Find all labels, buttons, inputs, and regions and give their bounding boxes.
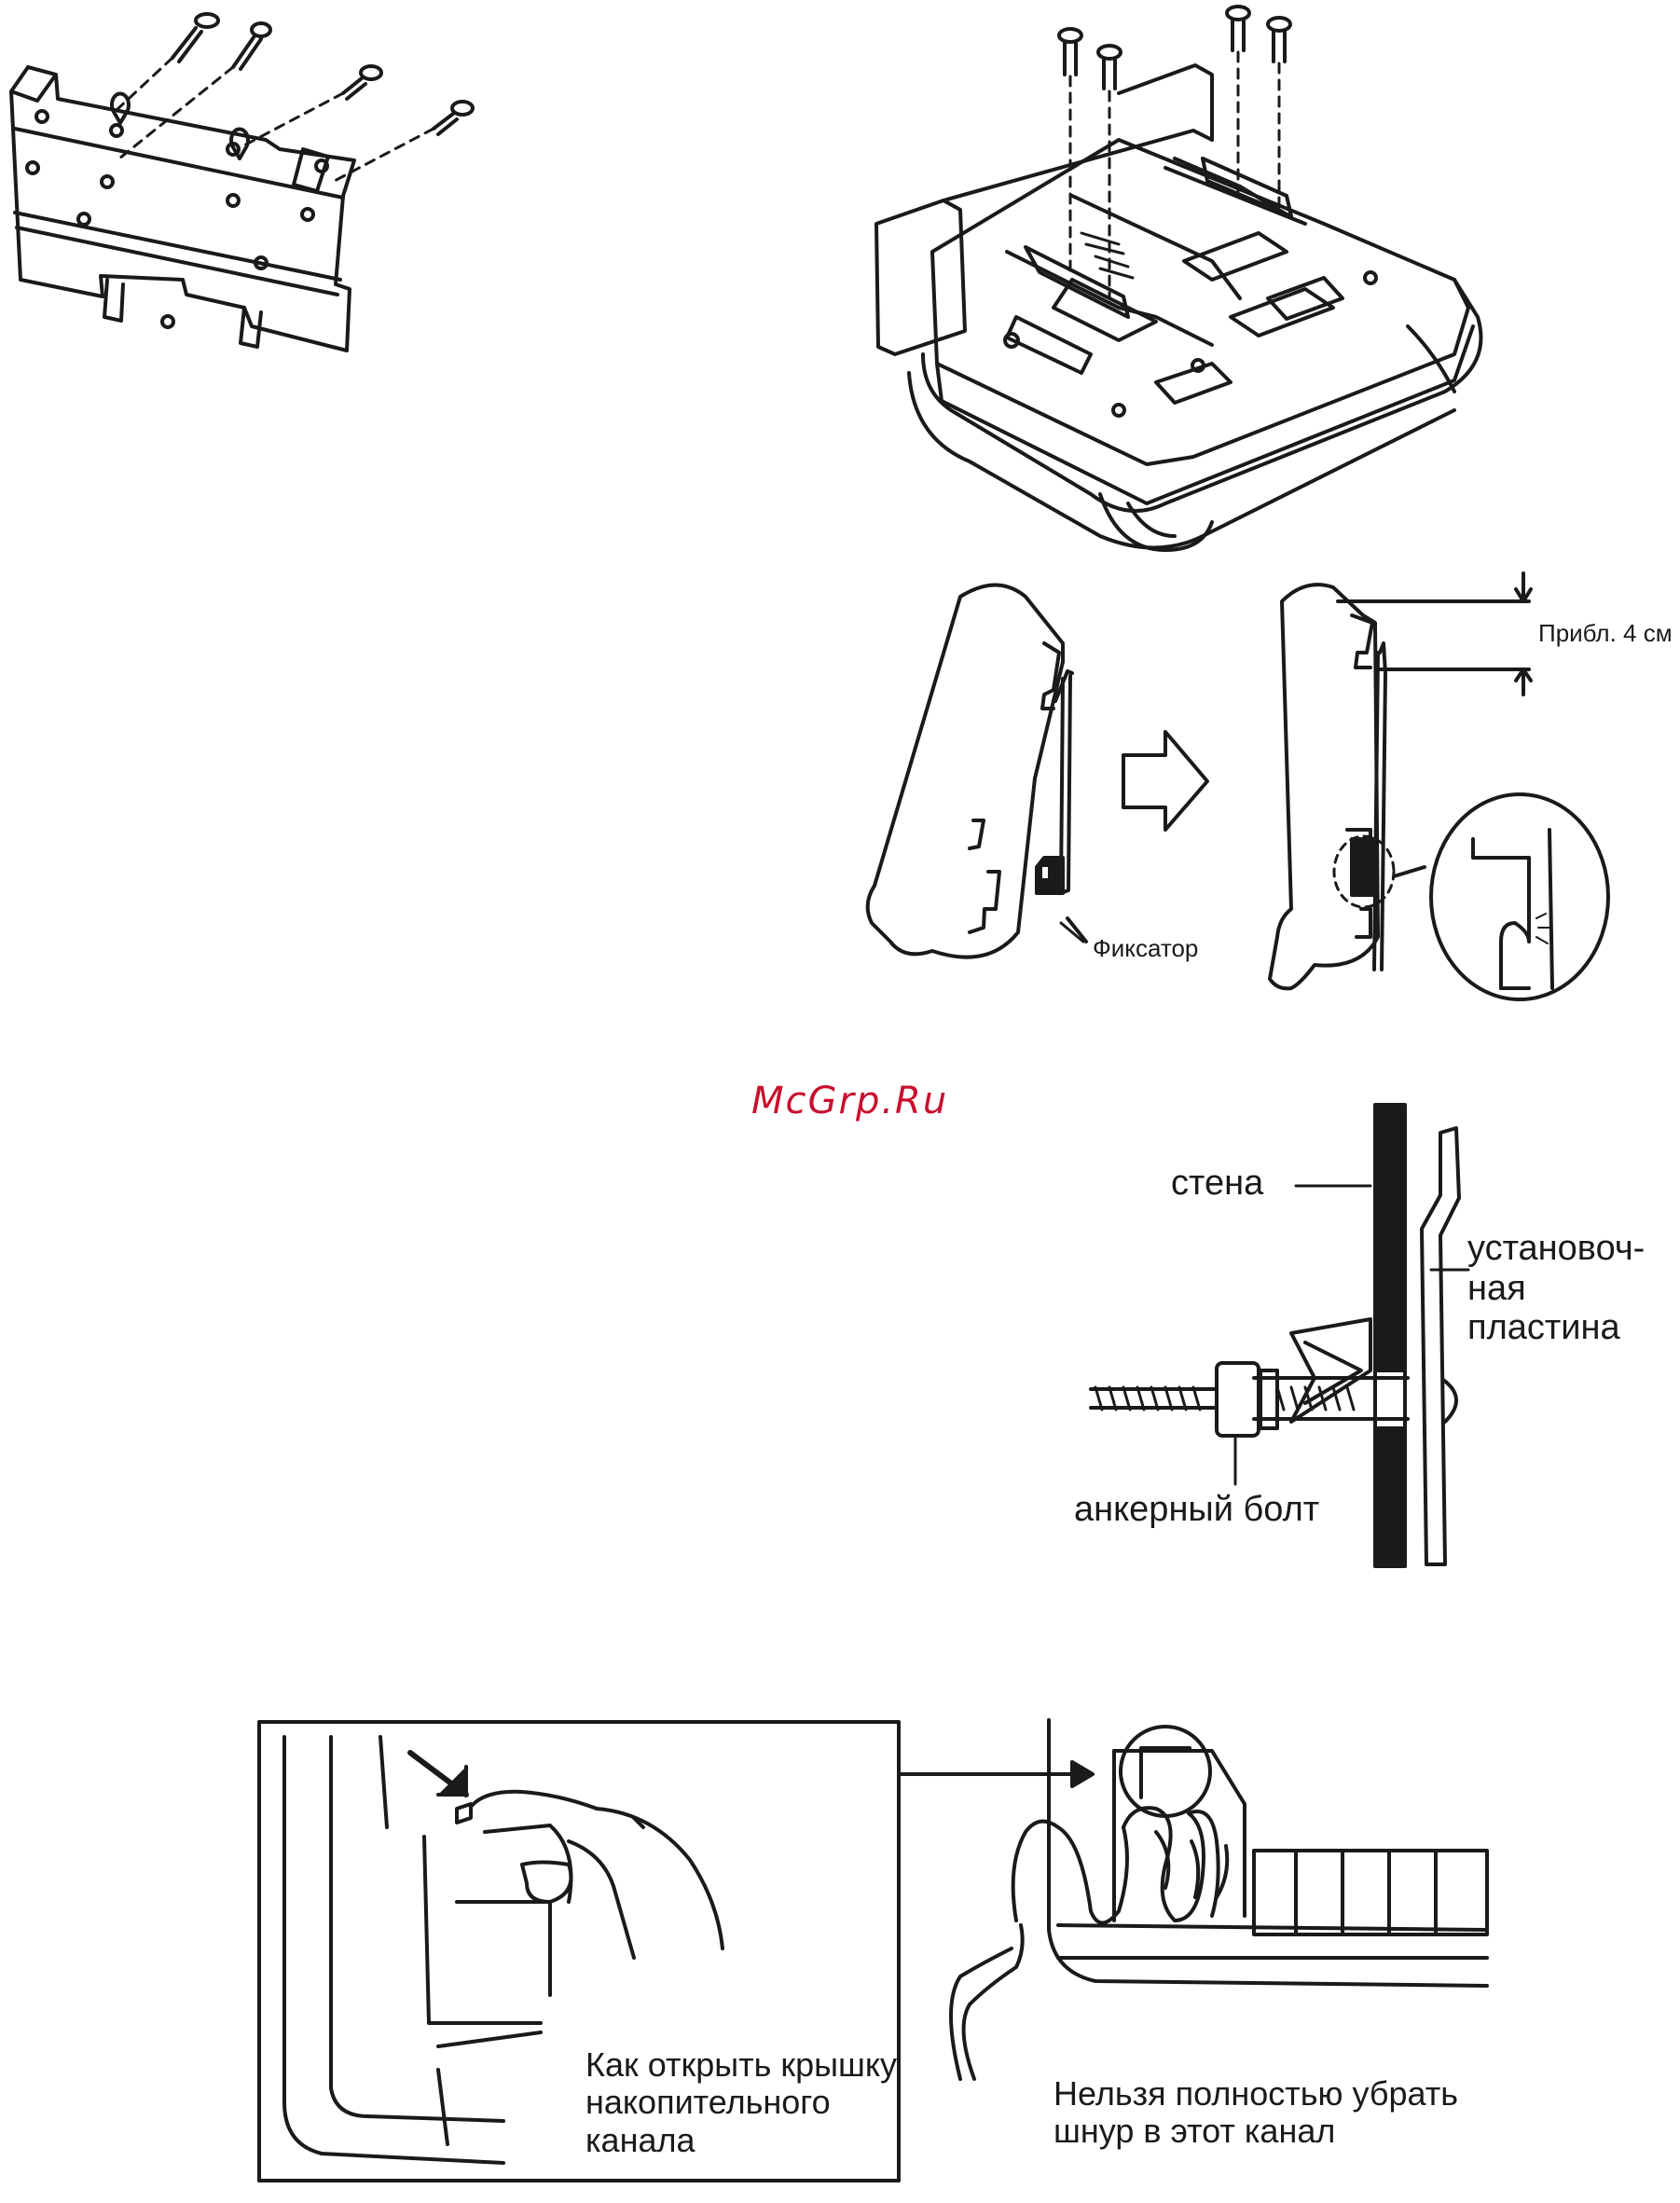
watermark: McGrp.Ru [751, 1080, 948, 1122]
transition-arrow [1123, 732, 1207, 830]
mounting-plate-label: установоч- ная пластина [1467, 1229, 1645, 1348]
cord-warning-caption: Нельзя полностью убрать шнур в этот кана… [1053, 2075, 1458, 2151]
cord-warning-caption-line-2: шнур в этот канал [1053, 2113, 1458, 2150]
mounting-plate-label-line-2: ная [1467, 1269, 1645, 1309]
open-cover-caption-line-2: накопительного [585, 2084, 897, 2121]
open-cover-caption: Как открыть крышку накопительного канала [585, 2046, 897, 2159]
mounting-plate-label-line-3: пластина [1467, 1308, 1645, 1348]
mounting-plate-label-line-1: установоч- [1467, 1229, 1645, 1269]
cord-warning-caption-line-1: Нельзя полностью убрать [1053, 2075, 1458, 2113]
anchor-bolt-label: анкерный болт [1074, 1490, 1319, 1530]
latch-label: Фиксатор [1093, 935, 1198, 962]
approx-distance-label: Прибл. 4 см [1538, 620, 1673, 647]
unit-mount-figure [876, 7, 1480, 550]
open-cover-caption-line-3: канала [585, 2122, 897, 2159]
mounting-plate-figure [11, 14, 473, 351]
wall-label: стена [1171, 1163, 1263, 1204]
hook-before-figure [868, 585, 1086, 957]
open-cover-caption-line-1: Как открыть крышку [585, 2046, 897, 2084]
